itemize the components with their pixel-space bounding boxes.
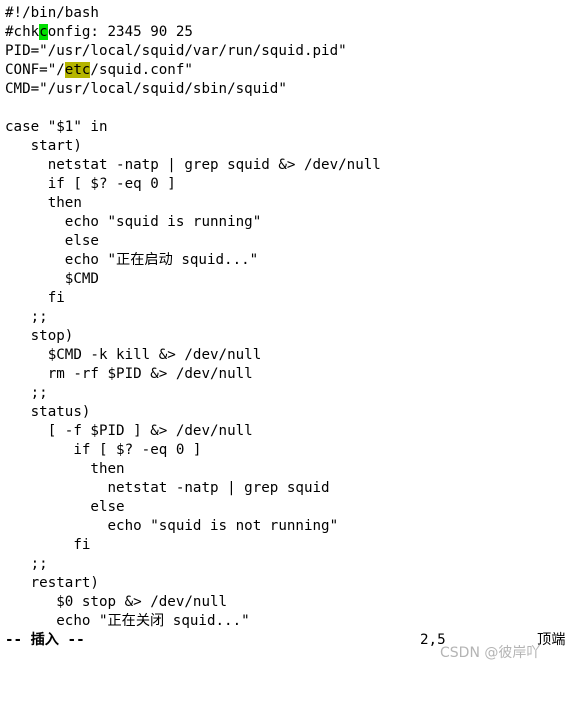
code-line: #chkconfig: 2345 90 25 <box>5 23 583 42</box>
code-line: [ -f $PID ] &> /dev/null <box>5 423 253 439</box>
code-line: ;; <box>5 309 48 325</box>
code-line: netstat -natp | grep squid &> /dev/null <box>5 157 381 173</box>
code-line: fi <box>5 537 91 553</box>
code-segment: onfig: 2345 90 25 <box>47 24 193 40</box>
code-line: CMD="/usr/local/squid/sbin/squid" <box>5 81 287 97</box>
code-line: echo "正在启动 squid..." <box>5 252 259 268</box>
code-line: else <box>5 233 99 249</box>
code-line: ;; <box>5 385 48 401</box>
code-line: status) <box>5 404 91 420</box>
status-bar: -- 插入 -- 2,5 顶端 <box>5 630 583 650</box>
code-line: case "$1" in <box>5 119 108 135</box>
code-line <box>5 99 583 118</box>
watermark: CSDN @彼岸吖 <box>440 645 541 661</box>
code-line: ;; <box>5 556 48 572</box>
code-line: rm -rf $PID &> /dev/null <box>5 366 253 382</box>
code-line: netstat -natp | grep squid <box>5 480 330 496</box>
code-line: then <box>5 195 82 211</box>
code-line: stop) <box>5 328 74 344</box>
code-line: then <box>5 461 125 477</box>
code-line: fi <box>5 290 65 306</box>
code-line: if [ $? -eq 0 ] <box>5 176 176 192</box>
search-highlight: etc <box>64 62 91 78</box>
code-line: else <box>5 499 125 515</box>
code-segment: CONF="/ <box>5 62 65 78</box>
code-line: echo "squid is not running" <box>5 518 339 534</box>
code-line: CONF="/etc/squid.conf" <box>5 61 583 80</box>
code-line: echo "squid is running" <box>5 214 262 230</box>
code-line: $CMD -k kill &> /dev/null <box>5 347 262 363</box>
code-line: $CMD <box>5 271 99 287</box>
code-line: $0 stop &> /dev/null <box>5 594 228 610</box>
code-line: restart) <box>5 575 99 591</box>
code-segment: /squid.conf" <box>90 62 193 78</box>
code-line: PID="/usr/local/squid/var/run/squid.pid" <box>5 43 347 59</box>
cursor-position: 2,5 <box>420 632 446 648</box>
code-line: #!/bin/bash <box>5 5 99 21</box>
scroll-position: 顶端 <box>537 632 566 648</box>
code-line: if [ $? -eq 0 ] <box>5 442 202 458</box>
code-line: echo "正在关闭 squid..." <box>5 613 250 629</box>
code-segment: #chk <box>5 24 40 40</box>
insert-mode-indicator: -- 插入 -- <box>5 632 85 648</box>
text-cursor: c <box>39 24 48 40</box>
code-line: start) <box>5 138 82 154</box>
